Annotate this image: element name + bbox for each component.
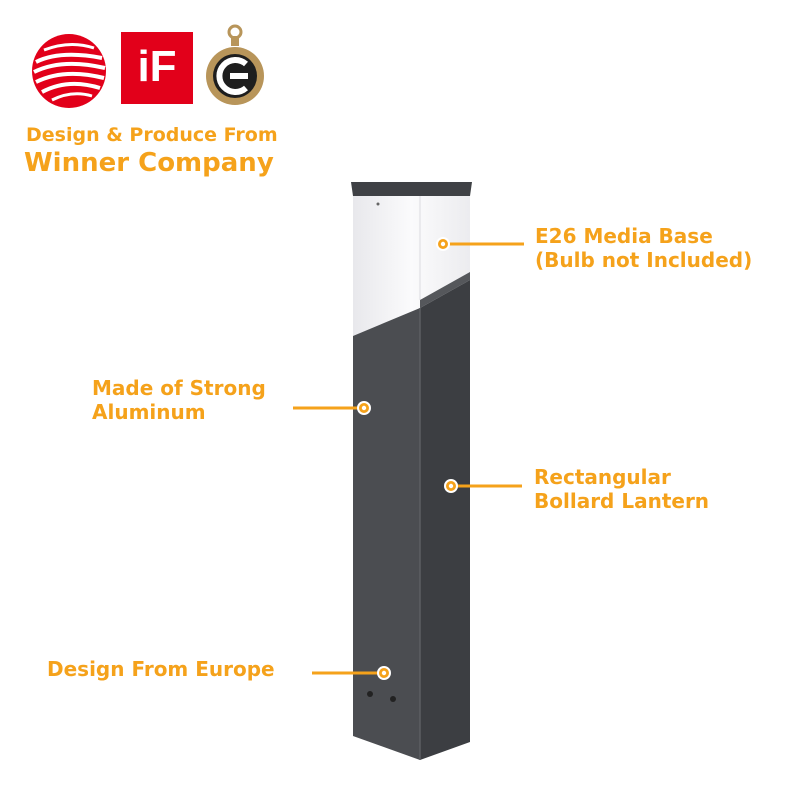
callout-aluminum: Made of Strong Aluminum: [92, 376, 266, 424]
if-badge-text: iF: [137, 42, 177, 91]
callout-europe-line1: Design From Europe: [47, 657, 275, 681]
callout-rectangular-lantern: Rectangular Bollard Lantern: [534, 465, 709, 513]
headline-line1: Design & Produce From: [26, 124, 278, 146]
callout-e26-line1: E26 Media Base: [535, 224, 713, 248]
callout-lantern-line2: Bollard Lantern: [534, 489, 710, 513]
callout-design-europe: Design From Europe: [47, 657, 275, 681]
german-design-award-medal-icon: [204, 24, 266, 108]
callout-e26-line2: (Bulb not Included): [535, 248, 753, 272]
callout-e26-media-base: E26 Media Base (Bulb not Included): [535, 224, 752, 272]
if-design-award-badge: iF: [121, 32, 193, 104]
callout-aluminum-line1: Made of Strong: [92, 376, 266, 400]
red-dot-award-icon: [30, 32, 108, 110]
callout-aluminum-line2: Aluminum: [92, 400, 206, 424]
callout-lantern-line1: Rectangular: [534, 465, 671, 489]
headline-line2: Winner Company: [24, 148, 274, 178]
